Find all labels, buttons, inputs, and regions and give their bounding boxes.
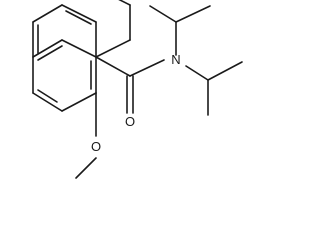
amide-group	[95, 56, 165, 114]
bond-inner	[65, 10, 92, 25]
bond	[61, 92, 97, 112]
naphthalene-upper-ring	[32, 4, 97, 58]
bond	[32, 92, 63, 112]
naphthalene-right-ring	[95, 0, 131, 58]
carbonyl-oxygen-label: O	[125, 114, 135, 129]
bond	[95, 39, 131, 58]
bond	[32, 4, 63, 23]
bond	[61, 39, 97, 58]
ether-oxygen-label: O	[91, 139, 101, 154]
bond	[32, 39, 63, 58]
bond-inner	[37, 89, 58, 103]
isopropyl-lower	[185, 61, 243, 116]
bond	[129, 59, 165, 77]
bond	[75, 157, 97, 179]
bond	[207, 61, 243, 81]
isopropyl-upper	[149, 5, 211, 56]
bond	[95, 56, 131, 77]
bond-inner	[37, 45, 63, 61]
structure-canvas: N O O	[32, 0, 243, 179]
bond	[185, 65, 209, 81]
naphthalene-left-ring	[32, 39, 97, 112]
bond	[175, 5, 211, 23]
molecule-structure: N O O	[32, 0, 243, 179]
bond	[61, 4, 97, 23]
methoxy-group	[75, 92, 97, 179]
bond	[149, 5, 177, 23]
bond	[118, 0, 131, 6]
nitrogen-label: N	[171, 52, 180, 67]
